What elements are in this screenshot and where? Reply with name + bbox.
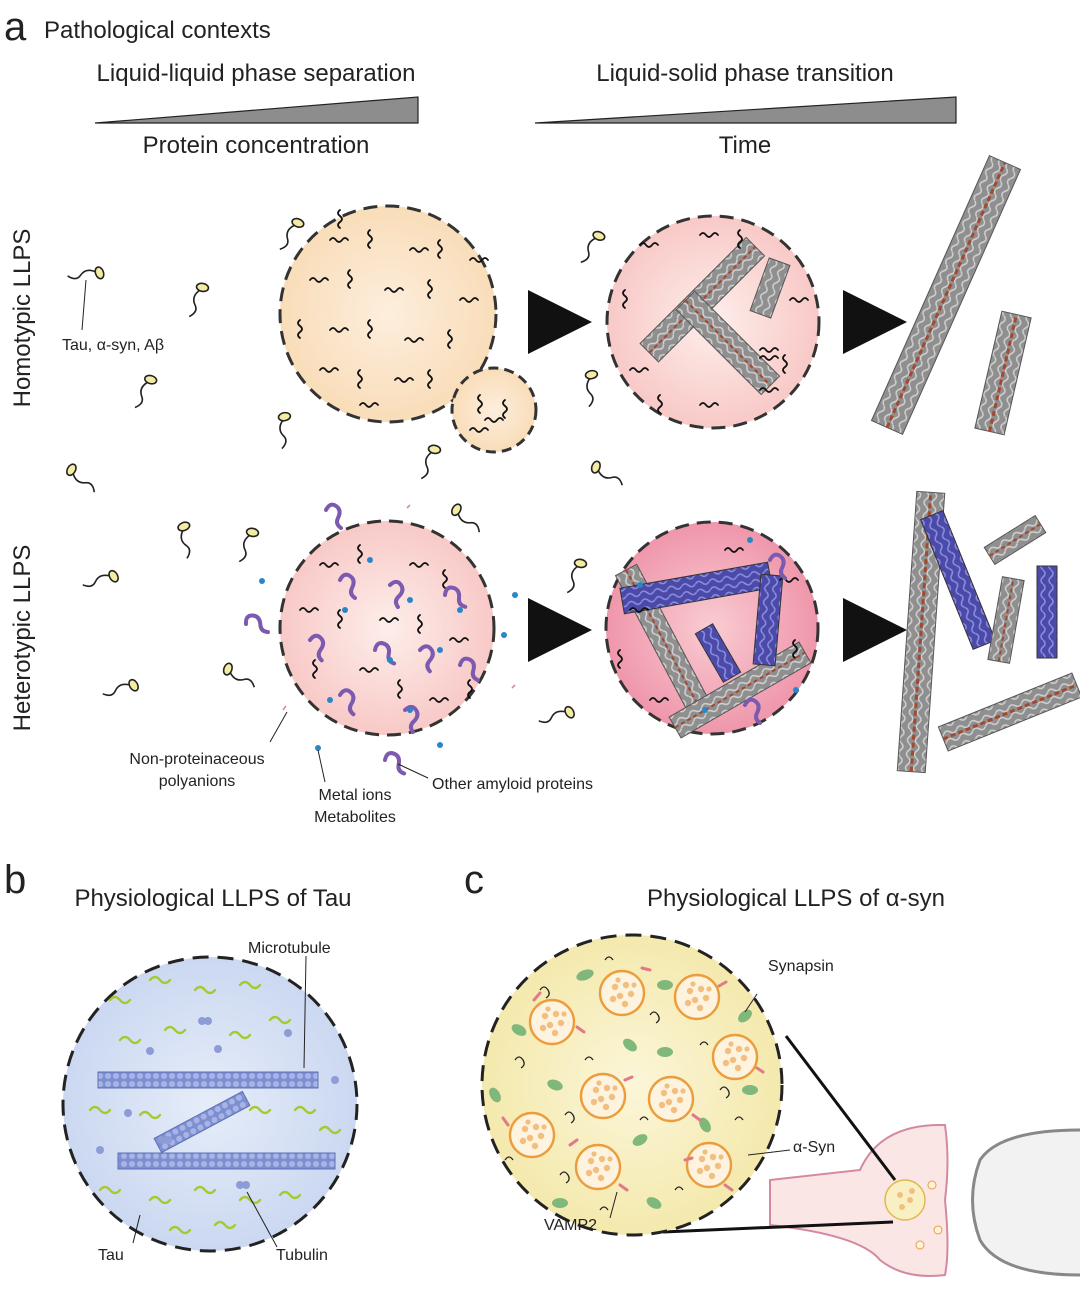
- row-homotypic-label: Homotypic LLPS: [9, 229, 36, 408]
- asyn-label: α-Syn: [793, 1139, 835, 1156]
- microtubule-bottom: [117, 1152, 336, 1170]
- tau-droplet: [61, 955, 359, 1253]
- homotypic-fibrils: [870, 154, 1032, 436]
- vamp2-molecules: [501, 966, 765, 1192]
- polyanions-label-line2: polyanions: [159, 773, 236, 790]
- panel-b-title: Physiological LLPS of Tau: [74, 885, 351, 912]
- llps-header: Liquid-liquid phase separation: [97, 60, 416, 87]
- heterotypic-transition-droplet: [604, 520, 820, 739]
- synapse-schematic: [769, 1124, 1080, 1277]
- metabolites-label: Metabolites: [314, 809, 396, 826]
- concentration-wedge: [94, 96, 419, 124]
- panel-c-letter: c: [464, 858, 484, 902]
- lspt-header: Liquid-solid phase transition: [596, 60, 894, 87]
- heterotypic-fibrils: [896, 490, 1080, 774]
- microtubule-top: [97, 1071, 319, 1089]
- panel-b-letter: b: [4, 858, 26, 902]
- heterotypic-droplet: [278, 519, 496, 737]
- panel-c: c Physiological LLPS of α-syn: [464, 858, 1080, 1277]
- synapsin-molecules: [489, 969, 758, 1209]
- homotypic-transition-droplet: [605, 214, 821, 430]
- synapsin-label: Synapsin: [768, 958, 834, 975]
- homotypic-droplet: [278, 204, 538, 454]
- vamp2-label: VAMP2: [544, 1217, 597, 1234]
- asyn-molecules: [504, 956, 744, 1211]
- panel-a-letter: a: [4, 5, 27, 49]
- panel-c-title: Physiological LLPS of α-syn: [647, 885, 945, 912]
- panel-a: a Pathological contexts Liquid-liquid ph…: [4, 5, 1080, 826]
- microtubule-diagonal: [153, 1090, 251, 1154]
- concentration-label: Protein concentration: [143, 132, 370, 159]
- free-proteins-heterotypic: [81, 501, 588, 780]
- microtubule-label: Microtubule: [248, 940, 331, 957]
- tubulin-label: Tubulin: [276, 1247, 328, 1264]
- row-heterotypic-label: Heterotypic LLPS: [9, 545, 36, 732]
- metal-ions-label: Metal ions: [319, 787, 392, 804]
- proteins-label: Tau, α-syn, Aβ: [62, 337, 164, 354]
- tubulin-dimers: [96, 1017, 339, 1189]
- polyanions-label-line1: Non-proteinaceous: [129, 751, 264, 768]
- panel-b: b Physiological LLPS of Tau Microtubule: [4, 858, 359, 1264]
- time-wedge: [534, 96, 957, 124]
- tau-label: Tau: [98, 1247, 124, 1264]
- panel-a-title: Pathological contexts: [44, 17, 271, 44]
- amyloid-label: Other amyloid proteins: [432, 776, 593, 793]
- time-label: Time: [719, 132, 771, 159]
